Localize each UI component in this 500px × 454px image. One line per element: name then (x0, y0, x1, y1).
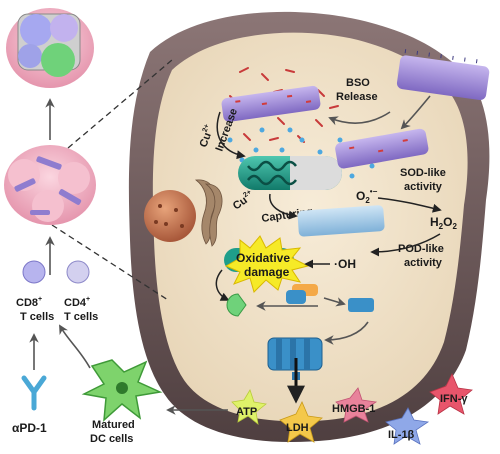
nanorod-reduced (297, 205, 385, 237)
zoom-line-top (67, 59, 173, 149)
ifn-label: IFN-γ (440, 393, 468, 405)
arrow-protein-split (323, 297, 346, 307)
dc-cells-label: DC cells (90, 433, 133, 445)
arrow-sod (377, 197, 442, 213)
hmgb1-star-icon (335, 387, 378, 423)
tumor-cluster-middle (4, 145, 96, 225)
apd1-label: αPD-1 (12, 421, 47, 435)
release-label: Release (336, 91, 378, 103)
nanorod-loaded-2 (335, 128, 429, 169)
arrow-pod (370, 233, 441, 257)
zoom-line-bottom (51, 224, 169, 301)
cd8-label: CD8+ (16, 296, 42, 309)
nanorod-loaded-1 (221, 85, 321, 122)
ldh-label: LDH (286, 422, 309, 434)
bso-label: BSO (346, 77, 370, 89)
sod-label: SOD-like (400, 167, 446, 179)
antibody-icon (21, 375, 47, 411)
arrow-uptake (400, 95, 431, 130)
superoxide-label: O2•− (356, 187, 378, 205)
atp-star-icon (231, 389, 267, 425)
cd4-label: CD4+ (64, 296, 90, 309)
protein-fragment (348, 298, 374, 312)
dendritic-cell-icon (81, 359, 163, 422)
protein-complex (286, 284, 318, 304)
hydroxyl-radical-label: ·OH (334, 257, 356, 271)
degradation-pacman-icon (226, 293, 247, 317)
tumor-cluster-top (6, 8, 94, 88)
activity-label-2: activity (404, 257, 443, 269)
oxidative-damage-burst (224, 235, 310, 293)
tcells-label-1: T cells (20, 311, 54, 323)
damage-label: damage (244, 265, 290, 279)
activity-label-1: activity (404, 181, 443, 193)
arrow-damage-to-degradation (215, 269, 230, 301)
arrow-dc-to-tcells (59, 324, 91, 369)
arrow-release (328, 111, 391, 126)
h2o2-label: H2O2 (430, 215, 457, 231)
cd8-tcell (22, 260, 46, 284)
il1b-star-icon (385, 407, 430, 445)
mitochondria-capsule (238, 156, 342, 190)
oxidative-label: Oxidative (236, 251, 290, 265)
il1b-label: IL-1β (388, 429, 415, 441)
ldh-star-icon (279, 401, 323, 443)
pod-label: POD-like (398, 243, 444, 255)
arrow-to-channel (324, 321, 369, 345)
lysosome-sphere (144, 190, 196, 242)
arrow-cu-increase (216, 111, 246, 160)
hmgb1-label: HMGB-1 (332, 403, 375, 415)
ifn-star-icon (429, 373, 473, 415)
matured-label: Matured (92, 419, 135, 431)
tcells-label-2: T cells (64, 311, 98, 323)
arrow-capturing (269, 193, 298, 220)
cu-increase-label: Cu2+ (197, 123, 217, 149)
cd4-tcell (66, 260, 90, 284)
atp-label: ATP (236, 406, 257, 418)
golgi-apparatus (194, 179, 223, 247)
nanorod-external (396, 49, 490, 101)
